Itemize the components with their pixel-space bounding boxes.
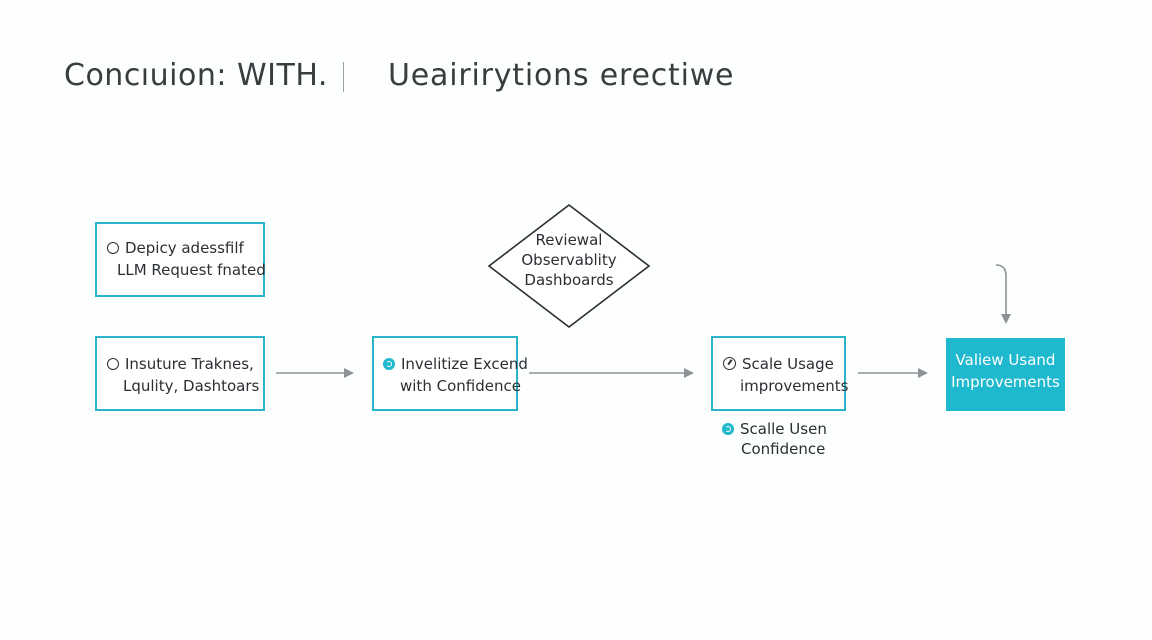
circle-icon — [107, 242, 119, 254]
insulture-node[interactable]: Insuture Traknes, Lqulity, Dashtoars — [95, 336, 265, 411]
scale-usage-line1: Scale Usage — [742, 355, 834, 373]
scale-usage-node[interactable]: Scale Usage improvements — [711, 336, 849, 411]
review-node-label[interactable]: Reviewal Observablity Dashboards — [489, 230, 649, 290]
check-icon — [383, 358, 395, 370]
valiew-node[interactable]: Valiew Usand Improvements — [946, 338, 1065, 411]
deploy-line1: Depicy adessfilf — [125, 239, 244, 257]
invelitize-node[interactable]: Invelitize Excend with Confidence — [372, 336, 528, 411]
title-divider — [343, 62, 344, 92]
page-title: Concıuion: WITH. — [64, 58, 328, 93]
circle-icon — [107, 358, 119, 370]
deploy-line2: LLM Request fnated — [117, 261, 266, 279]
scale-usen-line1: Scalle Usen — [740, 420, 827, 438]
arrow-down-into-valiew — [995, 264, 1011, 324]
invelitize-line1: Invelitize Excend — [401, 355, 528, 373]
insulture-line2: Lqulity, Dashtoars — [123, 377, 260, 395]
check-icon — [722, 423, 734, 435]
valiew-line1: Valiew Usand — [955, 351, 1056, 369]
deploy-node[interactable]: Depicy adessfilf LLM Request fnated — [95, 222, 266, 297]
invelitize-line2: with Confidence — [400, 377, 521, 395]
review-line1: Reviewal — [535, 231, 603, 249]
review-decision-diamond — [487, 203, 651, 329]
page-subtitle: Ueairiryt​ions erectiwe — [388, 58, 735, 93]
scale-usage-line2: improvements — [740, 377, 849, 395]
review-line3: Dashboards — [524, 271, 614, 289]
scale-usen-note: Scalle Usen Confidence — [722, 419, 827, 459]
scale-usen-line2: Confidence — [741, 440, 826, 458]
valiew-line2: Improvements — [951, 373, 1060, 391]
review-line2: Observablity — [521, 251, 617, 269]
insulture-line1: Insuture Traknes, — [125, 355, 254, 373]
clock-icon — [723, 357, 736, 370]
